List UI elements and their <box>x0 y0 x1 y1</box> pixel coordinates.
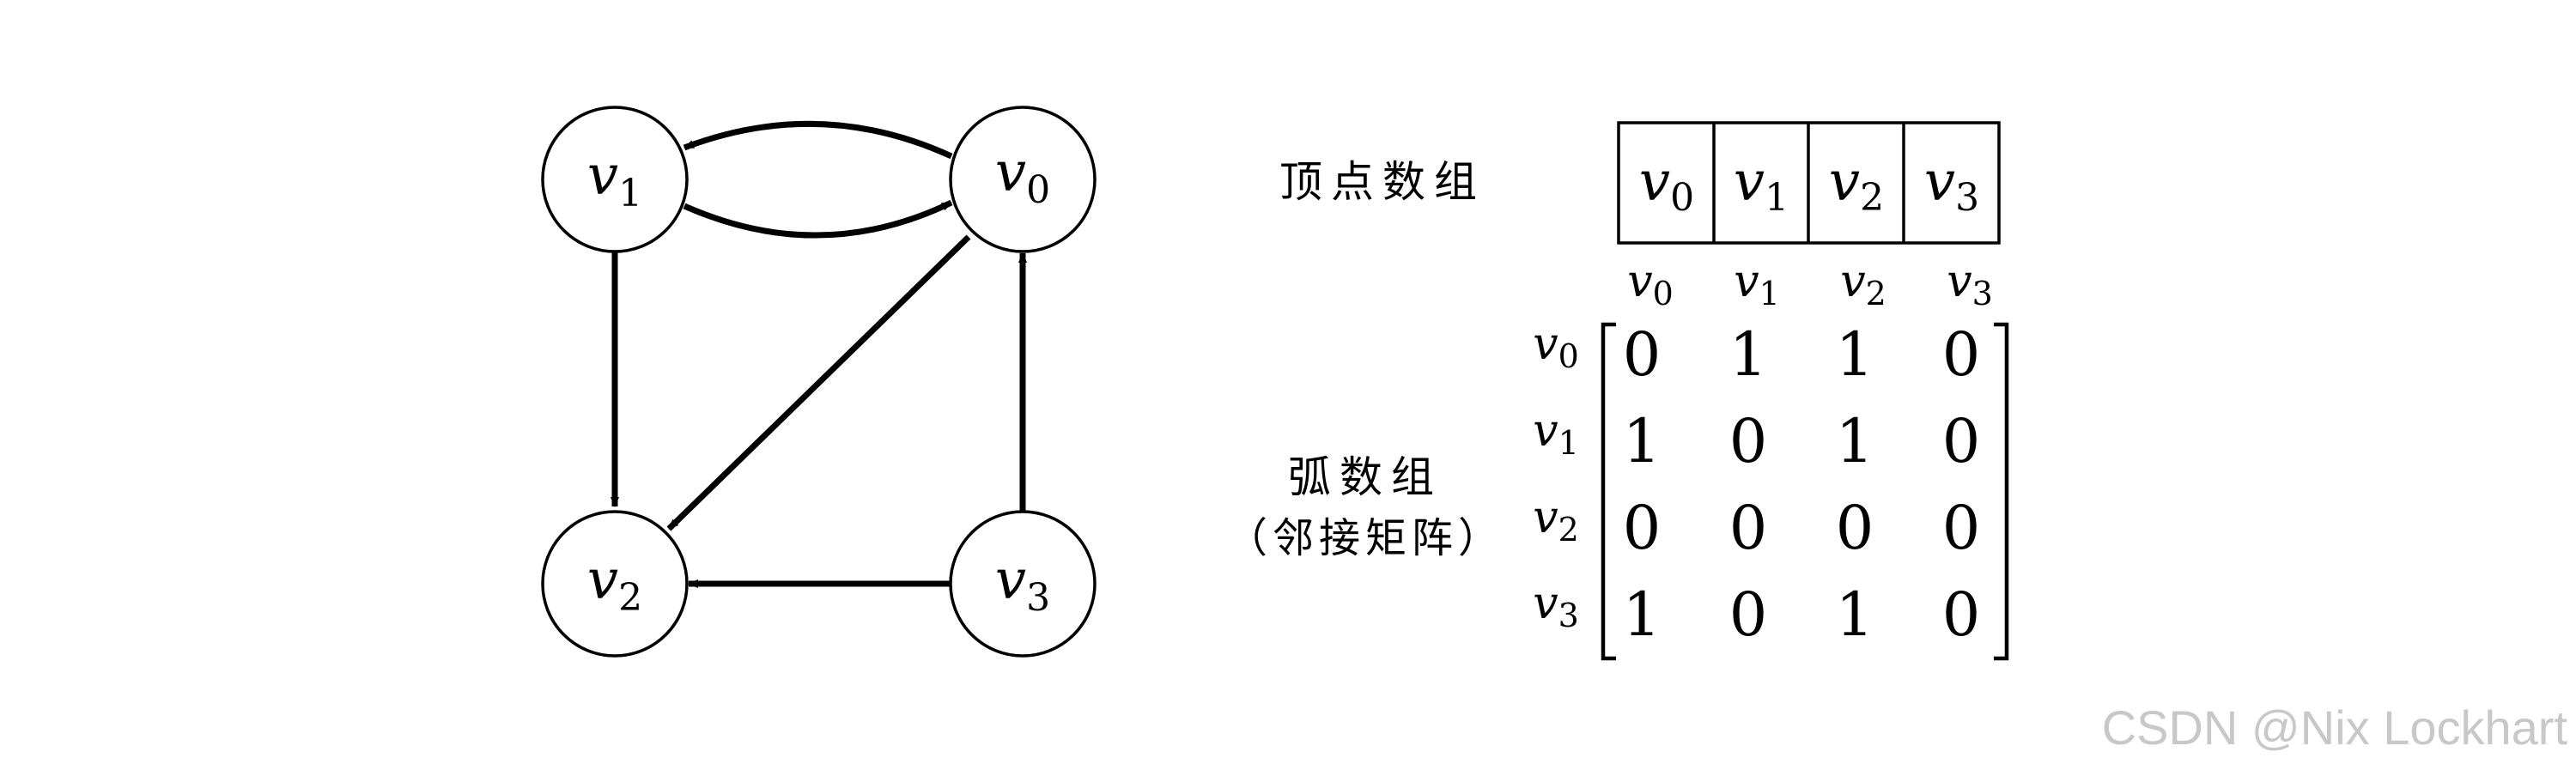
graph-node-v0: v0 <box>949 106 1097 253</box>
graph-node-v1: v1 <box>541 106 689 253</box>
matrix-cell-r2-c0: 0 <box>1623 493 1662 563</box>
svg-text:v2: v2 <box>587 549 642 620</box>
matrix-cell-r1-c1: 0 <box>1729 406 1768 476</box>
matrix-right-bracket <box>1994 322 2009 661</box>
node-v1-sub: 1 <box>618 172 642 215</box>
svg-text:v3: v3 <box>995 549 1050 620</box>
matrix-cell-r3-c1: 0 <box>1729 579 1768 650</box>
matrix-cell-r1-c2: 1 <box>1836 406 1874 476</box>
matrix-brackets <box>1601 322 2009 661</box>
svg-text:v2: v2 <box>1840 256 1886 312</box>
matrix-cell-r0-c3: 0 <box>1942 319 1981 390</box>
svg-text:v0: v0 <box>1533 318 1579 375</box>
arc-array-label-line2: （邻接矩阵） <box>1226 514 1504 562</box>
arc-array-label-line1: 弧数组 <box>1288 452 1443 502</box>
matrix-cell-r0-c2: 1 <box>1836 319 1874 390</box>
matrix-column-headers: v0 v1 v2 v3 <box>1627 256 1993 312</box>
edge-v1-to-v0 <box>683 199 953 239</box>
matrix-cell-r2-c3: 0 <box>1942 493 1981 563</box>
svg-text:v0: v0 <box>1627 256 1674 312</box>
graph-edges <box>611 120 1027 588</box>
matrix-cell-r0-c1: 1 <box>1729 319 1768 390</box>
matrix-cell-r3-c2: 1 <box>1836 579 1874 650</box>
graph-node-v2: v2 <box>541 510 689 658</box>
matrix-cell-r1-c3: 0 <box>1942 406 1981 476</box>
matrix-cell-r2-c1: 0 <box>1729 493 1768 563</box>
svg-text:v1: v1 <box>587 144 642 215</box>
matrix-cell-r2-c2: 0 <box>1836 493 1874 563</box>
vertex-cell-0: v0 <box>1639 150 1694 220</box>
matrix-cell-r0-c0: 0 <box>1623 319 1662 390</box>
vertex-array-label: 顶点数组 <box>1279 157 1485 207</box>
directed-graph: v1 v0 v2 v3 <box>541 106 1097 658</box>
svg-text:v3: v3 <box>1533 578 1579 634</box>
matrix-row-headers: v0 v1 v2 v3 <box>1533 318 1579 634</box>
vertex-cell-3: v3 <box>1924 150 1979 220</box>
svg-text:v0: v0 <box>995 141 1050 212</box>
matrix-cell-r3-c0: 1 <box>1623 579 1662 650</box>
edge-v0-to-v1 <box>683 120 953 160</box>
svg-text:v1: v1 <box>1533 405 1579 462</box>
matrix-left-bracket <box>1601 322 1616 661</box>
vertex-cell-2: v2 <box>1829 150 1884 220</box>
vertex-cell-1: v1 <box>1734 150 1789 220</box>
vertex-array-boxes <box>1617 121 2001 245</box>
node-v3-base: v <box>995 549 1026 612</box>
graph-node-v3: v3 <box>949 510 1097 658</box>
vertex-array: 顶点数组 v0 v1 v2 v3 <box>1279 121 2001 245</box>
svg-text:v2: v2 <box>1533 492 1579 549</box>
matrix-cell-r3-c3: 0 <box>1942 579 1981 650</box>
matrix-cell-r1-c0: 1 <box>1623 406 1662 476</box>
node-v0-sub: 0 <box>1026 168 1050 212</box>
svg-text:v1: v1 <box>1734 256 1780 312</box>
svg-text:v3: v3 <box>1947 256 1993 312</box>
node-v3-sub: 3 <box>1026 576 1050 620</box>
watermark: CSDN @Nix Lockhart <box>2102 700 2568 755</box>
node-v0-base: v <box>995 141 1026 204</box>
node-v1-base: v <box>587 144 618 208</box>
node-v2-base: v <box>587 549 618 612</box>
node-v2-sub: 2 <box>618 576 642 620</box>
edge-v0-to-v2 <box>666 234 971 531</box>
